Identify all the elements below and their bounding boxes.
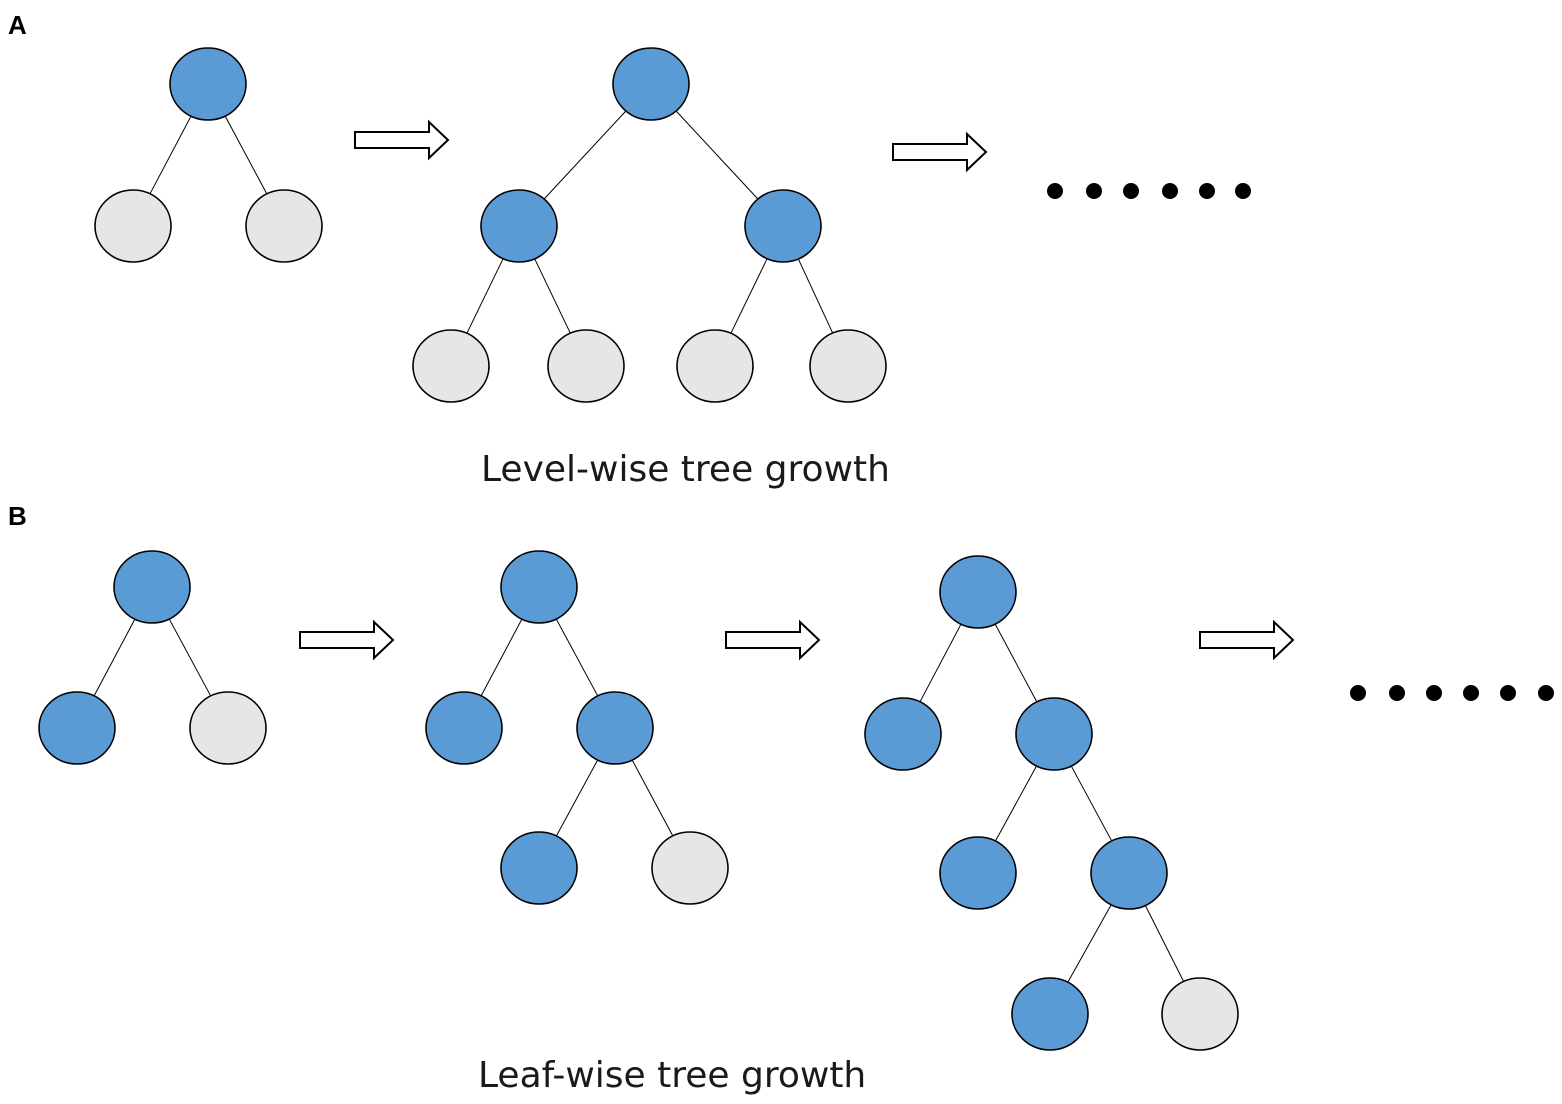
panel-a-tree-1-edge-r-rt — [224, 115, 268, 195]
panel-b-tree-3-edge-r-l — [919, 623, 962, 703]
panel-a-tree-2 — [412, 47, 887, 403]
panel-b-tree-3-edge-rt-rl — [995, 765, 1037, 842]
panel-a-tree-1-edge-r-l — [149, 115, 192, 195]
panel-a-arrow-right-icon-1 — [354, 119, 450, 161]
panel-a-arrow-right-icon-2 — [892, 131, 988, 173]
panel-a-tree-2-leaf-node-a2 — [547, 329, 625, 403]
panel-b-tree-3-split-node-rr — [1090, 836, 1168, 910]
panel-b-tree-1-split-node-r — [113, 550, 191, 624]
panel-a-tree-2-leaf-node-b1 — [676, 329, 754, 403]
panel-b-tree-2-split-node-rt — [576, 691, 654, 765]
panel-b-arrow-right-icon-1 — [299, 619, 395, 661]
panel-b-tree-2-split-node-rl — [500, 831, 578, 905]
panel-a-tree-1 — [94, 47, 323, 263]
panel-b-tree-3-split-node-l — [864, 697, 942, 771]
panel-b-tree-2-split-node-l — [425, 691, 503, 765]
panel-a-tree-2-edge-r-b — [675, 110, 759, 200]
panel-a-tree-2-leaf-node-a1 — [412, 329, 490, 403]
panel-b-ellipsis — [1350, 685, 1554, 701]
panel-a-tree-2-edge-b-b1 — [730, 258, 768, 334]
panel-b-ellipsis-dot-2 — [1389, 685, 1405, 701]
panel-b-ellipsis-dot-3 — [1426, 685, 1442, 701]
panel-b-tree-2 — [425, 550, 729, 905]
panel-b-arrow-right-icon-3 — [1199, 619, 1295, 661]
panel-a-ellipsis-dot-4 — [1162, 183, 1178, 199]
panel-b-tree-3-edge-rt-rr — [1070, 765, 1113, 842]
panel-b-tree-1-split-node-l — [38, 691, 116, 765]
panel-a-tree-1-split-node-r — [169, 47, 247, 121]
panel-b-ellipsis-dot-1 — [1350, 685, 1366, 701]
panel-b-tree-2-edge-r-l — [480, 618, 523, 697]
panel-a-tree-1-leaf-node-rt — [245, 189, 323, 263]
panel-b-ellipsis-dot-5 — [1500, 685, 1516, 701]
panel-b-tree-1-leaf-node-rt — [189, 691, 267, 765]
panel-b-tree-3 — [864, 555, 1239, 1051]
panel-a-ellipsis-dot-5 — [1199, 183, 1215, 199]
panel-b-tree-3-edge-rr-rrr — [1144, 905, 1185, 982]
panel-a-ellipsis-dot-1 — [1047, 183, 1063, 199]
panel-b-tree-1-edge-r-rt — [168, 618, 212, 697]
panel-label-a: A — [8, 10, 27, 40]
panel-b-tree-3-split-node-rrl — [1011, 977, 1089, 1051]
panel-b-tree-3-split-node-r — [939, 555, 1017, 629]
panel-label-b: B — [8, 501, 27, 531]
panel-b-tree-2-edge-rt-rl — [555, 759, 599, 837]
panel-b-tree-3-edge-rr-rrl — [1067, 904, 1112, 983]
panel-a-ellipsis-dot-3 — [1123, 183, 1139, 199]
panel-a-tree-2-split-node-b — [744, 189, 822, 263]
panel-a-tree-2-edge-a-a2 — [534, 258, 571, 334]
caption-level-wise: Level-wise tree growth — [481, 449, 890, 490]
panel-a-tree-2-edge-a-a1 — [466, 258, 504, 334]
panel-a-tree-2-leaf-node-b2 — [809, 329, 887, 403]
panel-a-tree-2-split-node-a — [480, 189, 558, 263]
panel-b-tree-2-edge-r-rt — [555, 618, 599, 697]
panel-a-ellipsis — [1047, 183, 1251, 199]
panel-a-tree-2-edge-r-a — [543, 110, 627, 200]
panel-b-ellipsis-dot-4 — [1463, 685, 1479, 701]
caption-leaf-wise: Leaf-wise tree growth — [478, 1055, 867, 1096]
panel-a-tree-1-leaf-node-l — [94, 189, 172, 263]
panel-b-ellipsis-dot-6 — [1538, 685, 1554, 701]
panel-b-tree-2-leaf-node-rr — [651, 831, 729, 905]
panel-b-arrow-right-icon-2 — [725, 619, 821, 661]
panel-a-ellipsis-dot-6 — [1235, 183, 1251, 199]
panel-a-tree-2-edge-b-b2 — [797, 258, 834, 334]
panel-b-tree-1-edge-r-l — [93, 618, 136, 697]
panel-a-tree-2-split-node-r — [612, 47, 690, 121]
panel-b-tree-2-edge-rt-rr — [631, 759, 674, 837]
panel-b-tree-3-leaf-node-rrr — [1161, 977, 1239, 1051]
panel-b-tree-2-split-node-r — [500, 550, 578, 624]
panel-b-tree-3-split-node-rt — [1015, 697, 1093, 771]
panel-b-tree-3-split-node-rl — [939, 836, 1017, 910]
panel-b-tree-3-edge-r-rt — [994, 623, 1038, 703]
panel-b-tree-1 — [38, 550, 267, 765]
panel-a-ellipsis-dot-2 — [1086, 183, 1102, 199]
